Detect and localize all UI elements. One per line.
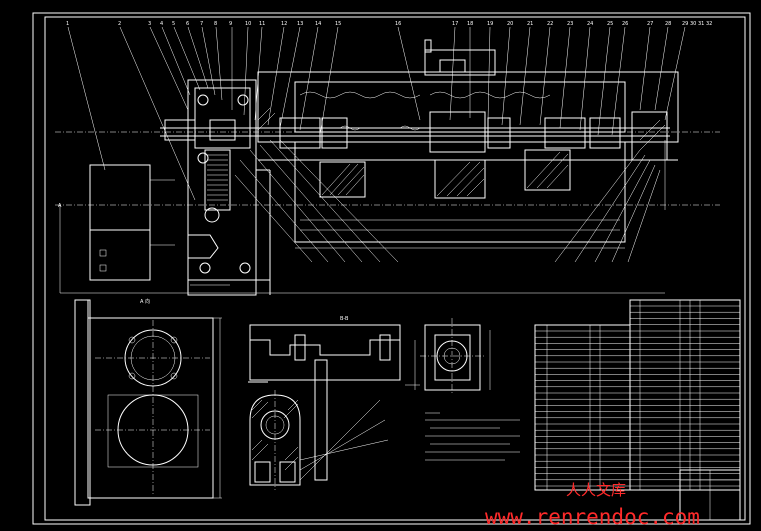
svg-text:5: 5 <box>172 21 175 27</box>
svg-text:4: 4 <box>160 21 163 27</box>
watermark-url: www.renrendoc.com <box>485 505 700 529</box>
svg-text:31: 31 <box>698 21 704 27</box>
parts-list-table <box>534 299 741 521</box>
svg-text:17: 17 <box>452 21 458 27</box>
svg-text:13: 13 <box>297 21 303 27</box>
main-assembly-view <box>55 26 720 296</box>
view-b-b: B-B <box>248 316 401 490</box>
watermark-cn: 人人文库 <box>566 481 626 499</box>
part-number-row: 1 2 3 4 5 6 7 8 9 10 11 12 13 14 15 16 1… <box>58 21 712 209</box>
svg-text:1: 1 <box>66 21 69 27</box>
svg-text:15: 15 <box>335 21 341 27</box>
svg-text:24: 24 <box>587 21 593 27</box>
svg-text:19: 19 <box>487 21 493 27</box>
svg-text:2: 2 <box>118 21 121 27</box>
svg-text:28: 28 <box>665 21 671 27</box>
svg-text:14: 14 <box>315 21 321 27</box>
svg-text:23: 23 <box>567 21 573 27</box>
view-a: A 向 <box>74 298 222 506</box>
svg-text:26: 26 <box>622 21 628 27</box>
svg-text:9: 9 <box>229 21 232 27</box>
svg-text:32: 32 <box>706 21 712 27</box>
svg-text:20: 20 <box>507 21 513 27</box>
section-label-a: A <box>58 203 62 209</box>
svg-text:A 向: A 向 <box>140 298 150 305</box>
svg-text:10: 10 <box>245 21 251 27</box>
svg-text:12: 12 <box>281 21 287 27</box>
svg-text:11: 11 <box>259 21 265 27</box>
svg-text:22: 22 <box>547 21 553 27</box>
svg-text:16: 16 <box>395 21 401 27</box>
svg-text:6: 6 <box>186 21 189 27</box>
outer-border <box>32 12 751 525</box>
svg-text:3: 3 <box>148 21 151 27</box>
inner-border <box>44 16 746 521</box>
svg-text:29: 29 <box>682 21 688 27</box>
svg-text:8: 8 <box>214 21 217 27</box>
svg-text:30: 30 <box>690 21 696 27</box>
view-c <box>405 318 491 395</box>
technical-notes <box>425 412 520 461</box>
svg-text:7: 7 <box>200 21 203 27</box>
svg-text:18: 18 <box>467 21 473 27</box>
svg-text:27: 27 <box>647 21 653 27</box>
watermark: 人人文库 www.renrendoc.com <box>485 481 700 529</box>
svg-text:25: 25 <box>607 21 613 27</box>
svg-text:B-B: B-B <box>340 316 349 322</box>
svg-text:21: 21 <box>527 21 533 27</box>
